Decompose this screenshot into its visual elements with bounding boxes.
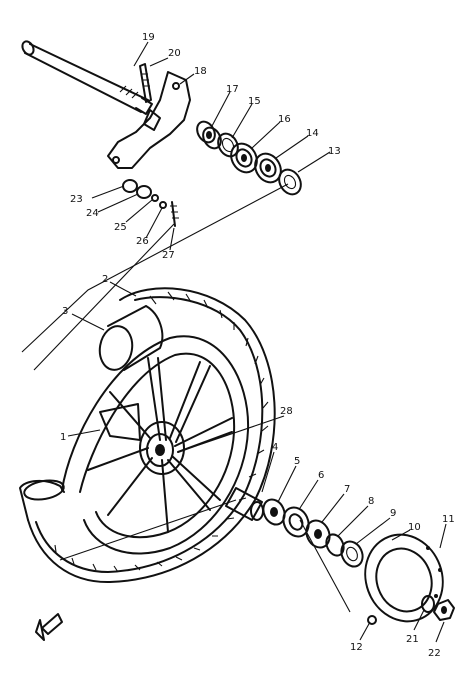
- washer-21: [421, 595, 435, 613]
- callout-17: 17: [226, 84, 239, 95]
- collar-9: [340, 540, 364, 568]
- inner-tube: [98, 305, 164, 371]
- leader-lines: [21, 41, 447, 643]
- callout-2: 2: [102, 274, 108, 285]
- callout-15: 15: [248, 96, 261, 107]
- callout-21: 21: [406, 634, 419, 645]
- seal-8: [325, 533, 345, 557]
- bearing-16: [230, 142, 258, 174]
- callout-27: 27: [162, 250, 175, 261]
- callout-16: 16: [278, 114, 291, 125]
- callout-10: 10: [408, 522, 421, 533]
- small-parts-23-27: [122, 179, 179, 227]
- callout-4: 4: [272, 442, 278, 453]
- brake-shoe-plate: [364, 533, 444, 625]
- callout-labels: 19 20 18 17 15 16 14 13 23 24 25 26 27 2…: [60, 32, 455, 659]
- callout-8: 8: [368, 496, 374, 507]
- brake-bracket: [107, 71, 191, 169]
- bearing-14: [254, 152, 282, 184]
- callout-23: 23: [70, 194, 83, 205]
- callout-6: 6: [318, 470, 324, 481]
- callout-19: 19: [142, 32, 155, 43]
- front-wheel: [19, 287, 276, 584]
- bolt-20: [139, 63, 152, 103]
- callout-18: 18: [194, 66, 207, 77]
- upper-spacer-17: [196, 120, 222, 150]
- front-axle: [21, 40, 153, 115]
- callout-3: 3: [62, 306, 68, 317]
- callout-5: 5: [294, 456, 300, 467]
- callout-20: 20: [168, 48, 181, 59]
- callout-22: 22: [428, 648, 441, 659]
- callout-1: 1: [60, 432, 66, 443]
- callout-9: 9: [390, 508, 396, 519]
- callout-26: 26: [136, 236, 149, 247]
- bearing-6: [282, 506, 310, 538]
- callout-14: 14: [306, 128, 319, 139]
- callout-13: 13: [328, 146, 341, 157]
- callout-28: 28: [280, 406, 293, 417]
- front-direction-arrow-icon: [35, 613, 63, 641]
- callout-11: 11: [442, 514, 455, 525]
- nut-22: [433, 599, 455, 621]
- oil-seal-7: [305, 519, 331, 549]
- bearing-5: [262, 498, 286, 526]
- callout-25: 25: [114, 222, 127, 233]
- callout-24: 24: [86, 208, 99, 219]
- callout-12: 12: [350, 642, 363, 653]
- callout-7: 7: [344, 484, 350, 495]
